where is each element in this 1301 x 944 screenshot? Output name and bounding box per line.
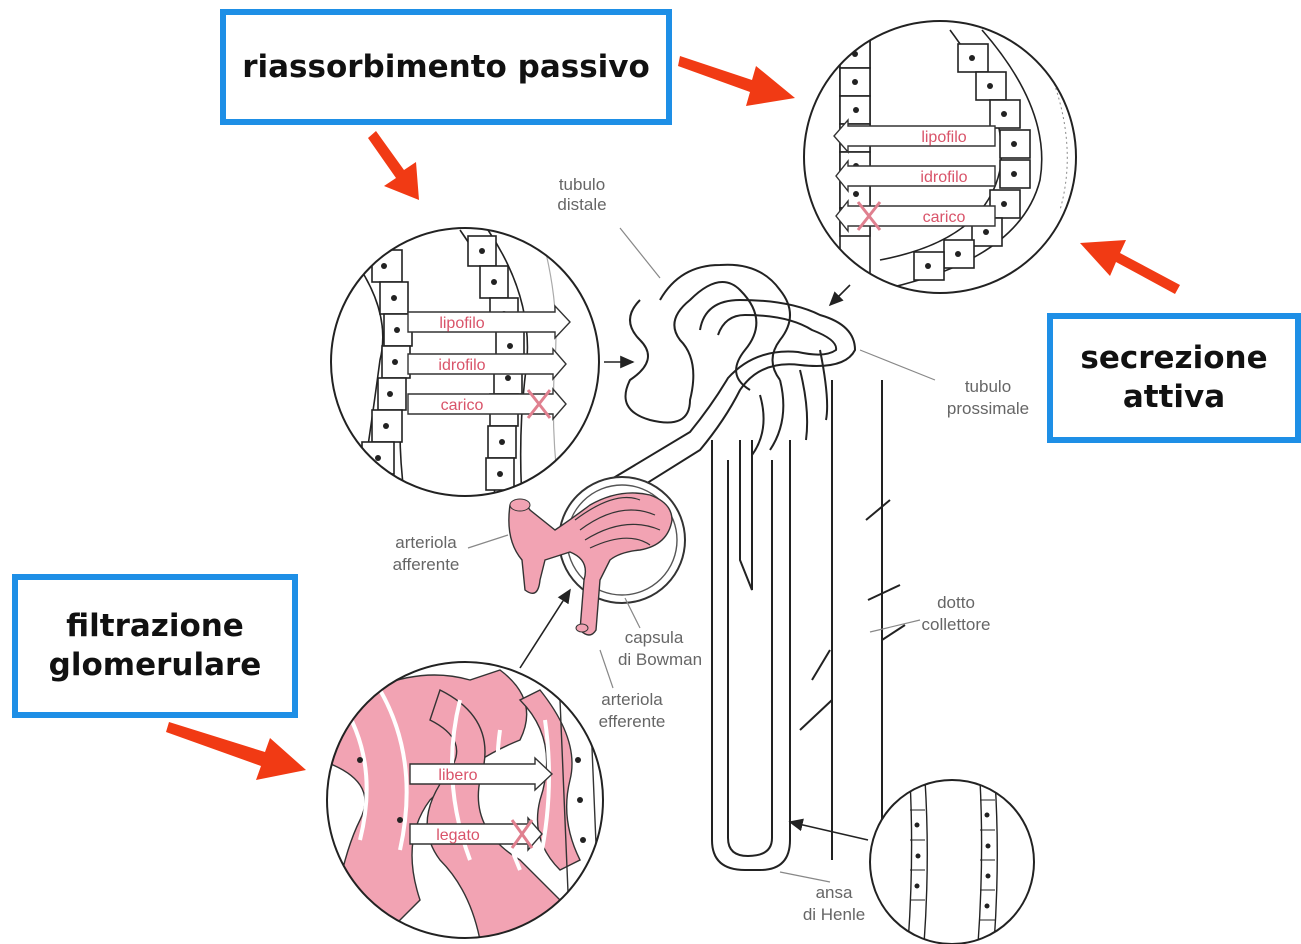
inset-filtrazione-libero: libero: [438, 767, 477, 784]
label-arteriola-afferente-2: afferente: [393, 555, 460, 574]
inset-attiva-idrofilo: idrofilo: [920, 169, 967, 186]
red-arrow-icon: [368, 131, 419, 200]
inset-attiva: lipofilo idrofilo carico: [804, 21, 1076, 300]
inset-attiva-carico: carico: [923, 209, 966, 226]
label-arteriola-efferente-2: efferente: [599, 712, 666, 731]
label-ansa-1: ansa: [816, 883, 853, 902]
inset-attiva-lipofilo: lipofilo: [921, 129, 966, 146]
inset-passivo-carico: carico: [441, 397, 484, 414]
label-tubulo-distale-1: tubulo: [559, 175, 605, 194]
label-capsula-2: di Bowman: [618, 650, 702, 669]
inset-passivo-lipofilo: lipofilo: [439, 315, 484, 332]
label-arteriola-afferente-1: arteriola: [395, 533, 457, 552]
label-capsula-1: capsula: [625, 628, 684, 647]
red-arrow-icon: [1080, 240, 1180, 294]
label-tubulo-prossimale-1: tubulo: [965, 377, 1011, 396]
inset-dotto: [870, 780, 1034, 944]
inset-passivo: lipofilo idrofilo carico: [330, 228, 599, 500]
label-arteriola-efferente-1: arteriola: [601, 690, 663, 709]
label-ansa-2: di Henle: [803, 905, 865, 924]
label-tubulo-distale-2: distale: [557, 195, 606, 214]
label-dotto-1: dotto: [937, 593, 975, 612]
label-dotto-2: collettore: [922, 615, 991, 634]
red-arrow-icon: [678, 56, 795, 106]
inset-passivo-idrofilo: idrofilo: [438, 357, 485, 374]
inset-filtrazione-legato: legato: [436, 827, 480, 844]
label-tubulo-prossimale-2: prossimale: [947, 399, 1029, 418]
inset-filtrazione: libero legato: [320, 662, 603, 940]
red-arrow-icon: [166, 722, 306, 780]
